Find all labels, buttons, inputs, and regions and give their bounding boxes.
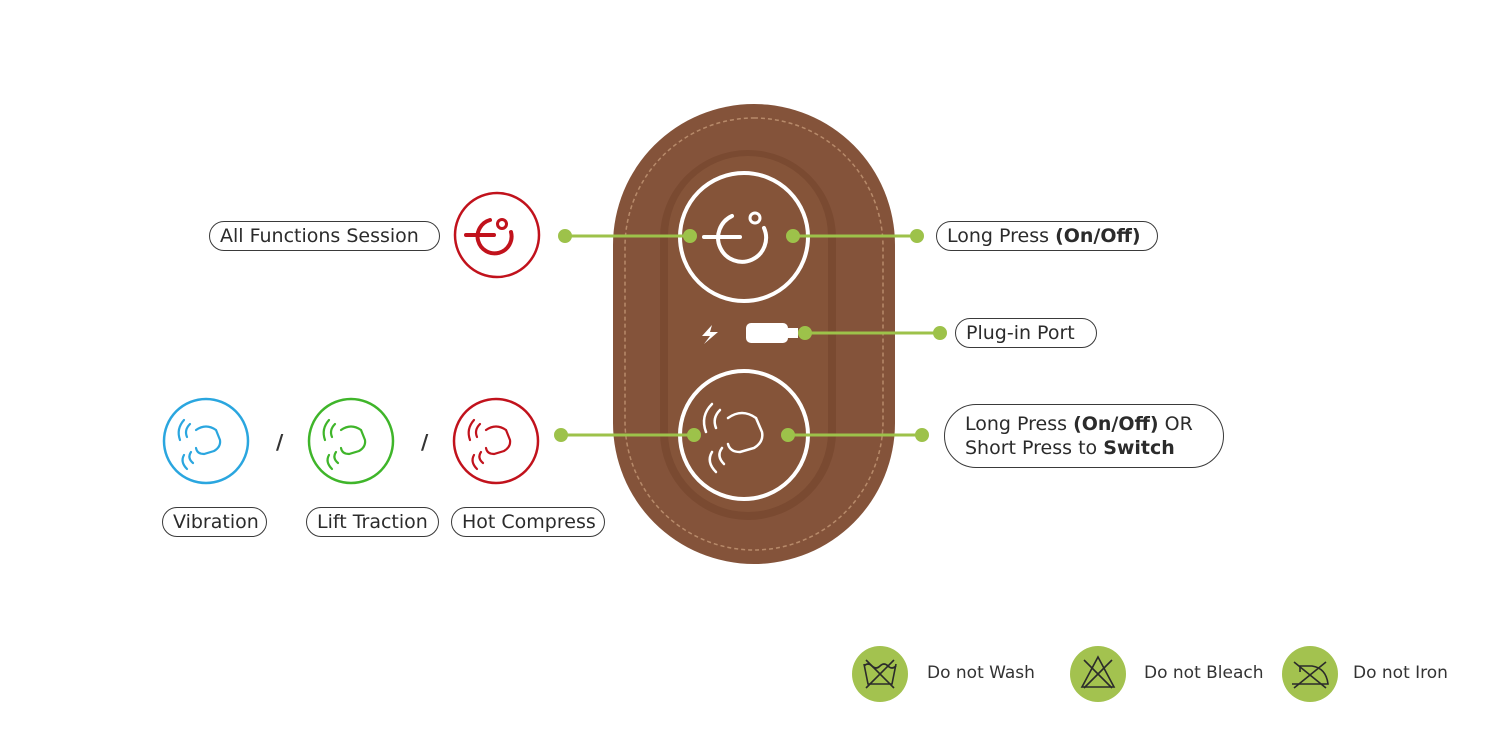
lift-traction-icon-ring [307, 397, 395, 485]
mode-button-label: Long Press (On/Off) OR Short Press to Sw… [944, 404, 1224, 468]
separator-slash-2: / [421, 430, 429, 454]
usb-plug-icon [746, 323, 798, 343]
vibration-icon-ring [162, 397, 250, 485]
hot-compress-hand-icon [467, 418, 512, 471]
no-wash-icon [863, 659, 897, 689]
separator-slash-1: / [276, 430, 284, 454]
all-functions-icon-ring [453, 191, 541, 279]
lightning-icon [702, 325, 718, 344]
power-icon [702, 211, 768, 264]
plug-in-port-label: Plug-in Port [955, 318, 1097, 348]
vibration-label: Vibration [162, 507, 267, 537]
hot-compress-label: Hot Compress [451, 507, 605, 537]
lift-traction-label: Lift Traction [306, 507, 439, 537]
no-bleach-icon [1080, 655, 1116, 689]
do-not-iron-label: Do not Iron [1353, 663, 1448, 683]
vibration-hand-icon [177, 418, 222, 471]
hot-compress-icon-ring [452, 397, 540, 485]
mode-label-line1: Long Press (On/Off) OR [965, 413, 1193, 435]
long-press-label: Long Press (On/Off) [936, 221, 1158, 251]
lift-traction-hand-icon [322, 418, 367, 471]
do-not-bleach-label: Do not Bleach [1144, 663, 1264, 683]
no-iron-icon [1292, 661, 1329, 689]
mode-label-line2: Short Press to Switch [965, 437, 1175, 459]
do-not-wash-label: Do not Wash [927, 663, 1035, 683]
all-functions-power-icon [464, 218, 514, 256]
all-functions-label: All Functions Session [209, 221, 440, 251]
hand-wave-icon [702, 402, 764, 474]
